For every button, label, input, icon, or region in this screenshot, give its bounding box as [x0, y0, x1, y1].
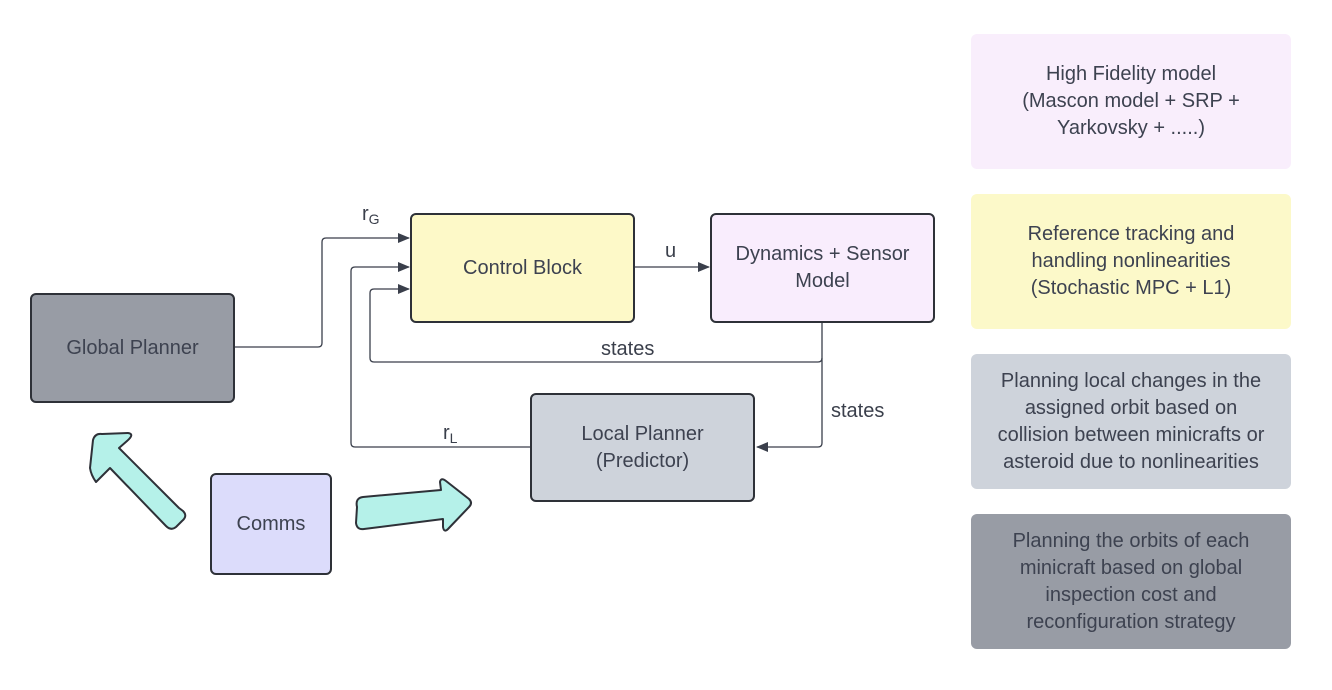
signal-label-u: u [665, 240, 677, 262]
dynamics-sensor-model-block[interactable]: Dynamics + Sensor Model [710, 213, 935, 323]
control-block[interactable]: Control Block [410, 213, 635, 323]
local-planner-label-line2: (Predictor) [595, 449, 690, 472]
control-block-label: Control Block [463, 256, 582, 279]
local-planner-block[interactable]: Local Planner (Predictor) [530, 393, 755, 502]
local-planner-label-line1: Local Planner [581, 422, 704, 445]
legend-line: minicraft based on global [1019, 556, 1243, 579]
comms-block[interactable]: Comms [210, 473, 332, 575]
legend-line: asteroid due to nonlinearities [1003, 450, 1259, 473]
signal-rg-base: r [362, 203, 369, 225]
legend-note-global-planning: Planning the orbits of each minicraft ba… [971, 514, 1291, 649]
legend-note-local-planning: Planning local changes in the assigned o… [971, 354, 1291, 489]
legend-line: inspection cost and [1045, 583, 1217, 606]
signal-rl-base: r [443, 422, 450, 444]
signal-label-rl: rL [443, 422, 457, 446]
global-planner-block[interactable]: Global Planner [30, 293, 235, 403]
legend-note-high-fidelity: High Fidelity model (Mascon model + SRP … [971, 34, 1291, 169]
legend-note-reference-tracking: Reference tracking and handling nonlinea… [971, 194, 1291, 329]
dynamics-label-line2: Model [795, 270, 850, 292]
legend-line: Reference tracking and [1027, 223, 1235, 245]
signal-label-states-feedback: states [601, 338, 655, 360]
global-planner-label: Global Planner [66, 336, 199, 359]
legend-line: (Mascon model + SRP + [1022, 90, 1240, 112]
dynamics-label-line1: Dynamics + Sensor [735, 243, 910, 265]
comms-arrow-to-local-icon [355, 478, 472, 532]
legend-line: Planning the orbits of each [1012, 529, 1250, 552]
wire-rg [235, 233, 410, 348]
signal-rg-sub: G [368, 211, 380, 227]
legend-line: assigned orbit based on [1024, 396, 1238, 419]
legend-line: handling nonlinearities [1031, 250, 1231, 272]
legend-line: High Fidelity model [1045, 63, 1217, 85]
legend-line: Yarkovsky + .....) [1057, 117, 1205, 139]
comms-arrow-to-global-icon [89, 432, 187, 530]
legend-line: reconfiguration strategy [1026, 610, 1236, 633]
signal-label-rg: rG [362, 203, 380, 227]
legend-line: Planning local changes in the [1000, 369, 1262, 392]
wire-states-local [756, 358, 823, 452]
wire-states-feedback [369, 284, 823, 363]
signal-label-states-local: states [831, 400, 885, 422]
wire-rl [350, 262, 531, 448]
legend-line: (Stochastic MPC + L1) [1030, 277, 1232, 299]
legend-line: collision between minicrafts or [997, 423, 1265, 446]
signal-rl-sub: L [449, 430, 458, 446]
comms-label: Comms [236, 512, 306, 535]
